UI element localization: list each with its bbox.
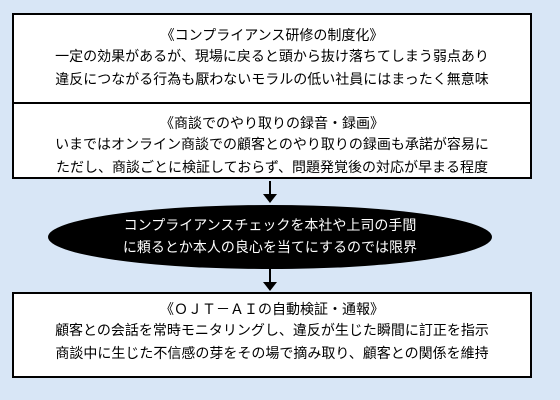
compliance-training-section: 《コンプライアンス研修の制度化》 一定の効果があるが、現場に戻ると頭から抜け落ち… [14, 26, 530, 92]
conclusion-line-2: に頼るとか本人の良心を当てにするのでは限界 [122, 240, 418, 256]
recording-section: 《商談でのやり取りの録音・録画》 いまではオンライン商談での顧客とのやり取りの録… [14, 114, 530, 180]
down-arrow-icon [262, 181, 278, 203]
ojt-ai-title: 《ＯＪＴ－ＡＩの自動検証・通報》 [160, 302, 384, 318]
ojt-ai-line-1: 顧客との会話を常時モニタリングし、違反が生じた瞬間に訂正を指示 [55, 323, 489, 339]
ojt-ai-section: 《ＯＪＴ－ＡＩの自動検証・通報》 顧客との会話を常時モニタリングし、違反が生じた… [14, 300, 530, 366]
compliance-training-line-2: 違反につながる行為も厭わないモラルの低い社員にはまったく無意味 [55, 72, 489, 88]
recording-line-2: ただし、商談ごとに検証しておらず、問題発覚後の対応が早まる程度 [56, 160, 488, 176]
conclusion-ellipse: コンプライアンスチェックを本社や上司の手間 に頼るとか本人の良心を当てにするので… [48, 205, 492, 269]
existing-measures-box: 《コンプライアンス研修の制度化》 一定の効果があるが、現場に戻ると頭から抜け落ち… [12, 13, 532, 179]
recording-line-1: いまではオンライン商談での顧客とのやり取りの録画も承諾が容易に [55, 137, 489, 153]
ojt-ai-line-2: 商談中に生じた不信感の芽をその場で摘み取り、顧客との関係を維持 [55, 346, 489, 362]
ojt-ai-box: 《ＯＪＴ－ＡＩの自動検証・通報》 顧客との会話を常時モニタリングし、違反が生じた… [12, 292, 532, 378]
compliance-training-title: 《コンプライアンス研修の制度化》 [160, 28, 384, 44]
down-arrow-icon [262, 269, 278, 291]
recording-title: 《商談でのやり取りの録音・録画》 [160, 116, 384, 132]
compliance-training-line-1: 一定の効果があるが、現場に戻ると頭から抜け落ちてしまう弱点あり [55, 49, 489, 65]
section-divider [14, 102, 530, 104]
conclusion-line-1: コンプライアンスチェックを本社や上司の手間 [123, 218, 417, 234]
